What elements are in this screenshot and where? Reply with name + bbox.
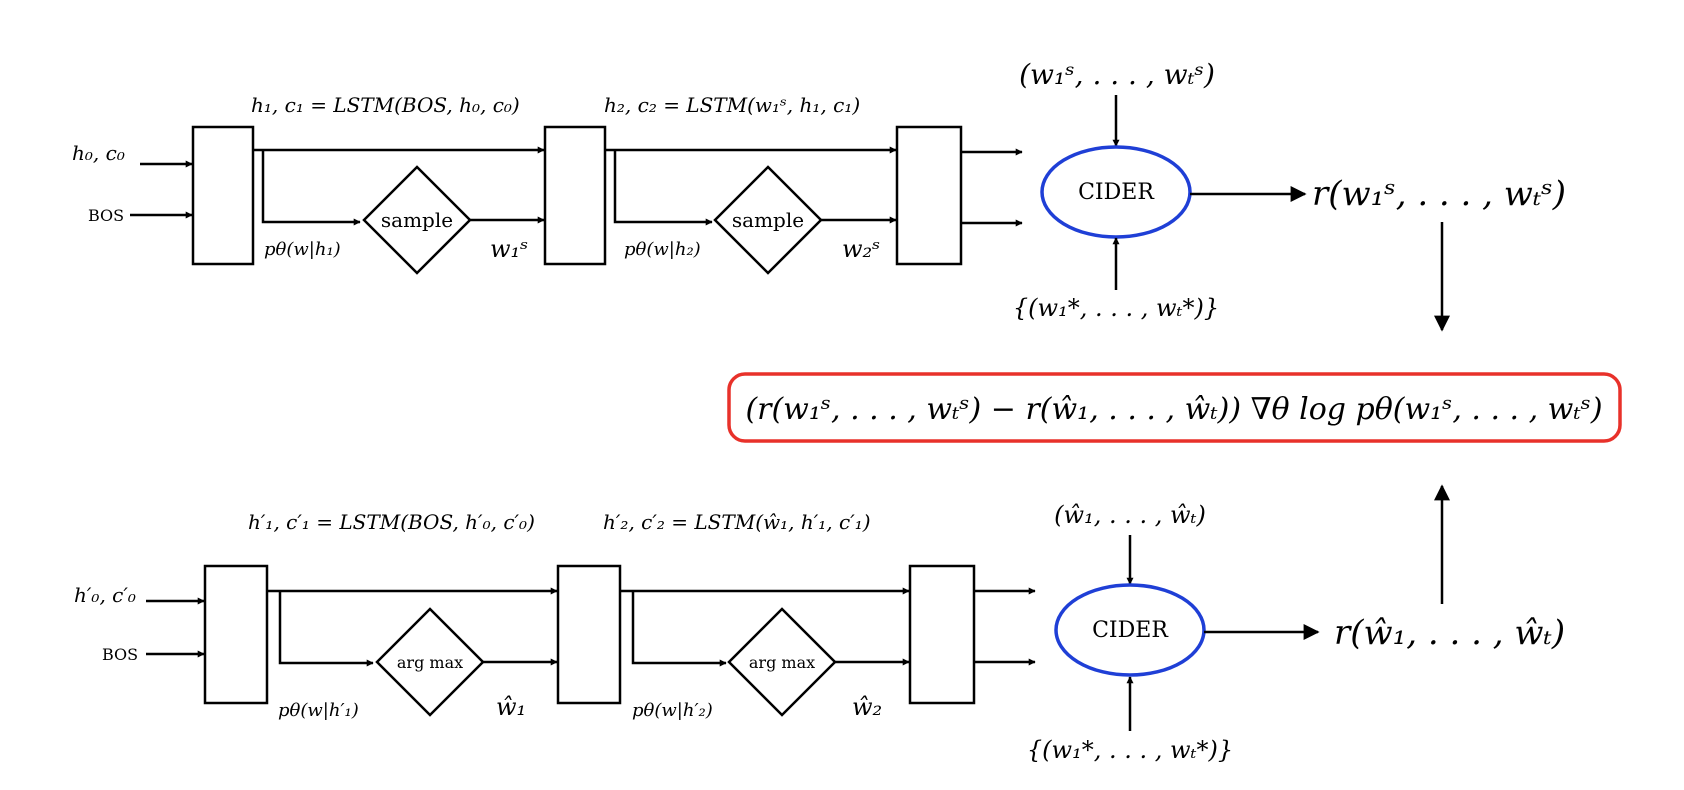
bottom-lstm-cell-1 <box>203 564 269 705</box>
top-sample-diamond-1 <box>362 165 472 275</box>
top-lstm-cell-2 <box>543 125 607 266</box>
top-op-label-2: sample <box>732 208 804 232</box>
top-prob-label-1: pθ(w|h₁) <box>264 239 341 260</box>
bottom-cider-label: CIDER <box>1092 618 1169 643</box>
top-reward-label: r(w₁ˢ, . . . , wₜˢ) <box>1312 174 1566 214</box>
top-prob-label-2: pθ(w|h₂) <box>624 239 701 260</box>
top-candidate-label: (w₁ˢ, . . . , wₜˢ) <box>1019 58 1215 91</box>
bottom-step1-equation: h′₁, c′₁ = LSTM(BOS, h′₀, c′₀) <box>248 510 535 534</box>
bottom-prob-label-2: pθ(w|h′₂) <box>632 700 713 721</box>
bottom-lstm-cell-2 <box>556 564 622 705</box>
top-out-label-1: w₁ˢ <box>490 235 528 263</box>
bottom-reward-label: r(ŵ₁, . . . , ŵₜ) <box>1334 613 1565 653</box>
bottom-step2-equation: h′₂, c′₂ = LSTM(ŵ₁, h′₁, c′₁) <box>603 510 871 534</box>
bottom-references-label: {(w₁*, . . . , wₜ*)} <box>1027 736 1233 764</box>
top-cider-label: CIDER <box>1078 180 1155 205</box>
bottom-row: h′₀, c′₀ BOS h′₁, c′₁ = LSTM(BOS, h′₀, c… <box>74 484 1565 764</box>
top-init-state-label: h₀, c₀ <box>72 141 125 165</box>
top-row: h₀, c₀ BOS h₁, c₁ = LSTM(BOS, h₀, c₀) pθ… <box>72 58 1566 332</box>
bottom-prob-arrow-2 <box>631 591 727 667</box>
objective-group: (r(w₁ˢ, . . . , wₜˢ) − r(ŵ₁, . . . , ŵₜ)… <box>727 372 1622 443</box>
top-op-label-1: sample <box>381 208 453 232</box>
top-lstm-cell-3 <box>895 125 963 266</box>
top-step1-equation: h₁, c₁ = LSTM(BOS, h₀, c₀) <box>251 93 520 117</box>
objective-formula: (r(w₁ˢ, . . . , wₜˢ) − r(ŵ₁, . . . , ŵₜ)… <box>745 392 1602 427</box>
top-prob-arrow-2 <box>613 150 713 226</box>
bottom-init-state-label: h′₀, c′₀ <box>74 583 136 607</box>
top-prob-arrow-1 <box>261 150 361 226</box>
top-out-label-2: w₂ˢ <box>842 235 880 263</box>
top-references-label: {(w₁*, . . . , wₜ*)} <box>1013 294 1219 322</box>
bottom-op-label-1: arg max <box>397 653 463 672</box>
bottom-argmax-diamond-2 <box>727 607 837 717</box>
objective-box <box>727 372 1622 443</box>
bottom-out-label-2: ŵ₂ <box>852 693 882 721</box>
bottom-prob-arrow-1 <box>278 591 374 667</box>
bottom-candidate-label: (ŵ₁, . . . , ŵₜ) <box>1054 501 1206 529</box>
top-lstm-cell-1 <box>191 125 255 266</box>
top-sample-diamond-2 <box>713 165 823 275</box>
bottom-bos-label: BOS <box>102 645 138 664</box>
bottom-prob-label-1: pθ(w|h′₁) <box>278 700 359 721</box>
bottom-cider-ellipse <box>1054 583 1206 677</box>
bottom-argmax-diamond-1 <box>375 607 485 717</box>
top-step2-equation: h₂, c₂ = LSTM(w₁ˢ, h₁, c₁) <box>604 93 860 117</box>
top-cider-ellipse <box>1040 145 1192 239</box>
bottom-op-label-2: arg max <box>749 653 815 672</box>
bottom-out-label-1: ŵ₁ <box>496 693 526 721</box>
top-bos-label: BOS <box>88 206 124 225</box>
bottom-lstm-cell-3 <box>908 564 976 705</box>
